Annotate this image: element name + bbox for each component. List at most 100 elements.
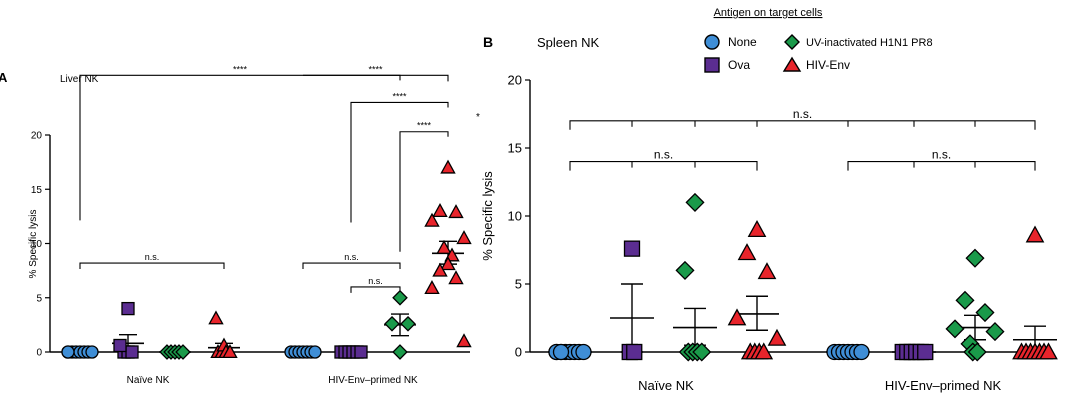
y-tick-label: 5: [515, 277, 522, 292]
data-point: [208, 310, 224, 325]
panel-a-annotations: ****************n.s.n.s.n.s.: [79, 64, 449, 293]
data-point: [1039, 342, 1058, 360]
significance-bracket: [79, 262, 225, 270]
legend-circle-marker: [704, 34, 720, 50]
significance-bracket: [350, 101, 449, 223]
data-point: [384, 315, 400, 332]
legend-triangle-marker: [782, 56, 802, 72]
data-point: [965, 248, 985, 268]
data-point: [975, 303, 995, 323]
data-point: [456, 230, 472, 245]
significance-label: n.s.: [654, 148, 673, 162]
data-point: [985, 322, 1005, 342]
significance-bracket: [399, 131, 449, 252]
data-point: [125, 345, 139, 359]
significance-label: ****: [392, 91, 407, 101]
data-point: [737, 243, 757, 261]
data-point: [432, 262, 448, 277]
significance-label: n.s.: [932, 148, 951, 162]
panel-a-title: Liver NK: [60, 74, 99, 85]
y-tick-label: 15: [31, 185, 43, 196]
panel-b-annotations: n.s. n.s. n.s.: [569, 107, 1036, 171]
data-point: [747, 220, 767, 237]
data-point: [853, 343, 870, 361]
data-point: [945, 319, 965, 339]
y-tick-label: 20: [508, 73, 522, 88]
data-point: [575, 343, 592, 361]
data-point: [175, 344, 191, 360]
data-point: [424, 212, 440, 227]
legend-label-h1n1: UV-inactivated H1N1 PR8: [806, 37, 933, 49]
legend-item-hiv: HIV-Env: [782, 56, 850, 72]
data-point: [308, 345, 322, 359]
panel-a-side-mark: *: [476, 112, 480, 123]
significance-label: n.s.: [793, 107, 812, 121]
data-point: [675, 260, 695, 280]
legend-title: Antigen on target cells: [714, 7, 823, 19]
data-point: [61, 345, 75, 359]
significance-label: n.s.: [368, 276, 383, 286]
y-tick-label: 15: [508, 141, 522, 156]
significance-bracket: [569, 161, 758, 171]
panel-b-marks: [548, 192, 1058, 362]
data-point: [448, 204, 464, 219]
data-point: [623, 240, 641, 257]
significance-bracket: [302, 262, 401, 270]
legend-square-marker: [704, 57, 720, 73]
significance-label: ****: [417, 121, 432, 131]
y-tick-label: 20: [31, 131, 43, 142]
data-point: [222, 344, 238, 359]
significance-bracket: [79, 74, 401, 221]
y-tick-label: 10: [31, 239, 43, 250]
data-point: [692, 342, 712, 362]
data-point: [121, 301, 135, 316]
panel-a-label: A: [0, 70, 8, 85]
data-point: [440, 159, 456, 174]
legend-label-hiv: HIV-Env: [806, 58, 850, 72]
data-point: [754, 342, 774, 360]
significance-bracket: [569, 120, 1036, 130]
y-tick-label: 0: [36, 348, 42, 359]
panel-b-group-label-naive: Naïve NK: [638, 378, 694, 393]
data-point: [392, 344, 408, 360]
panel-b-ylabel: % Specific lysis: [480, 171, 495, 261]
data-point: [432, 203, 448, 217]
panel-b-label: B: [483, 34, 493, 50]
data-point: [424, 280, 440, 295]
significance-label: ****: [368, 64, 383, 74]
data-point: [354, 345, 368, 359]
significance-bracket: [303, 74, 449, 82]
significance-bracket: [847, 161, 1036, 171]
data-point: [917, 343, 934, 361]
data-point: [552, 343, 570, 361]
data-point: [440, 256, 456, 271]
data-point: [727, 308, 747, 326]
panel-a-marks: [61, 159, 472, 360]
panel-a-group-label-primed: HIV-Env–primed NK: [328, 375, 418, 386]
y-tick-label: 0: [515, 345, 522, 360]
significance-label: n.s.: [344, 252, 359, 262]
legend-item-h1n1: UV-inactivated H1N1 PR8: [784, 34, 933, 50]
significance-label: n.s.: [145, 252, 160, 262]
data-point: [767, 328, 787, 346]
y-tick-label: 5: [36, 293, 42, 304]
data-point: [436, 239, 452, 254]
data-point: [685, 192, 705, 212]
data-point: [392, 289, 408, 306]
data-point: [757, 262, 777, 280]
legend-label-none: None: [728, 35, 757, 49]
data-point: [626, 343, 643, 361]
panel-a-group-label-naive: Naïve NK: [127, 375, 170, 386]
data-point: [967, 342, 987, 362]
data-point: [85, 345, 99, 359]
legend: Antigen on target cells None Ova UV-inac…: [704, 7, 933, 73]
panel-b-title: Spleen NK: [537, 35, 599, 50]
panel-b-group-label-primed: HIV-Env–primed NK: [885, 378, 1002, 393]
data-point: [113, 338, 127, 353]
legend-diamond-marker: [784, 34, 800, 50]
significance-bracket: [350, 286, 401, 293]
